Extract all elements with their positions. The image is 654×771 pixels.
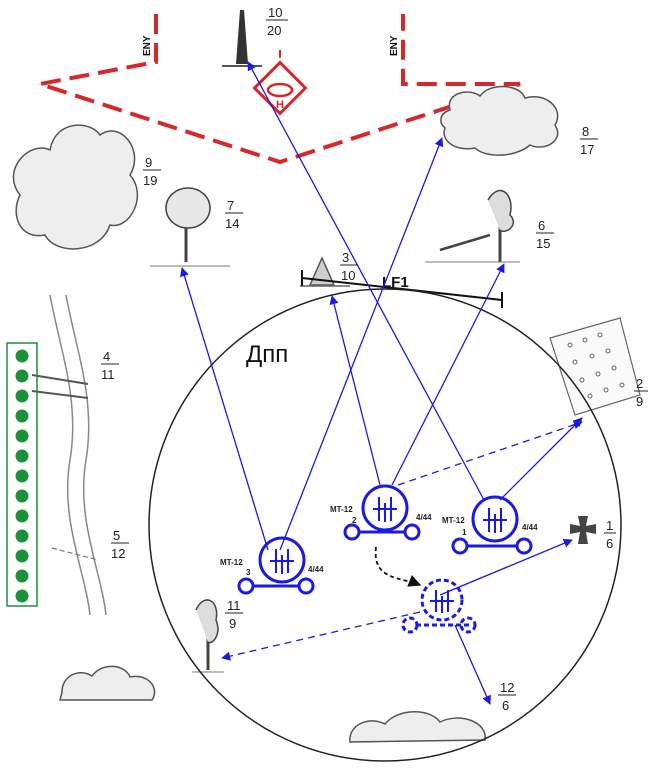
landmark-label-2: 2 9 <box>634 376 648 409</box>
svg-text:9: 9 <box>229 616 236 631</box>
landmark-label-9: 9 19 <box>143 155 161 188</box>
svg-text:17: 17 <box>580 142 594 157</box>
landmark-label-12: 12 6 <box>498 680 516 713</box>
svg-text:2: 2 <box>636 376 643 391</box>
landmark-label-7: 7 14 <box>225 198 243 231</box>
svg-text:1: 1 <box>606 518 613 533</box>
gun-type-2: MT-12 <box>330 505 353 514</box>
friendly-column <box>6 342 38 607</box>
fire-lines <box>180 61 583 705</box>
cross-landmark-icon <box>570 516 596 544</box>
gun-ammo-2: 4/44 <box>416 513 432 522</box>
svg-text:6: 6 <box>502 698 509 713</box>
road-icon <box>31 294 107 616</box>
svg-text:11: 11 <box>227 598 241 613</box>
landmark-label-1: 1 6 <box>604 518 616 551</box>
area-landmark-icon <box>549 317 641 416</box>
cloud-icon-left <box>12 124 139 250</box>
zone-label: Дпп <box>246 341 288 368</box>
tree-icon-6 <box>425 189 520 263</box>
gun-symbol-1 <box>451 495 533 555</box>
displacement-route <box>374 546 422 587</box>
gun-type-1: MT-12 <box>442 516 465 525</box>
gun-ammo-1: 4/44 <box>522 523 538 532</box>
reserve-gun-position <box>401 578 477 634</box>
enemy-label-left: ENY <box>142 35 153 56</box>
gun-index-1: 1 <box>462 528 467 537</box>
gun-ammo-3: 4/44 <box>308 565 324 574</box>
landmark-label-11: 11 9 <box>225 598 243 631</box>
triangle-landmark-icon <box>300 256 350 287</box>
tree-icon-7 <box>150 187 230 267</box>
gun-symbol-2 <box>343 484 421 541</box>
tower-icon <box>222 10 262 67</box>
svg-text:14: 14 <box>225 216 239 231</box>
svg-text:5: 5 <box>113 528 120 543</box>
svg-text:15: 15 <box>536 236 550 251</box>
svg-text:12: 12 <box>111 546 125 561</box>
firing-zone-circle <box>148 288 622 762</box>
enemy-helipad-icon: H <box>252 50 308 116</box>
svg-text:8: 8 <box>582 124 589 139</box>
svg-text:10: 10 <box>341 268 355 283</box>
gun-index-3: 3 <box>246 568 251 577</box>
gun-index-2: 2 <box>352 516 357 525</box>
svg-text:9: 9 <box>636 394 643 409</box>
landmark-label-10: 10 20 <box>266 5 288 38</box>
svg-text:9: 9 <box>145 155 152 170</box>
svg-text:7: 7 <box>227 198 234 213</box>
tree-icon-11 <box>192 599 224 673</box>
svg-text:10: 10 <box>268 5 282 20</box>
svg-text:3: 3 <box>342 250 349 265</box>
svg-text:11: 11 <box>101 367 115 382</box>
enemy-forward-edge: ENY ENY <box>39 14 521 165</box>
landmark-label-5: 5 12 <box>111 528 129 561</box>
svg-text:6: 6 <box>538 218 545 233</box>
cloud-icon-top-right <box>440 85 559 156</box>
svg-text:12: 12 <box>500 680 514 695</box>
landmark-label-4: 4 11 <box>101 349 119 382</box>
cloud-icon-bottom <box>349 711 486 743</box>
svg-text:19: 19 <box>143 173 157 188</box>
svg-text:20: 20 <box>267 23 281 38</box>
gun-symbol-3 <box>237 536 315 595</box>
svg-text:H: H <box>276 99 284 111</box>
landmark-label-6: 6 15 <box>536 218 554 251</box>
line-lf1-label: LF1 <box>382 274 409 291</box>
svg-text:6: 6 <box>606 536 613 551</box>
enemy-label-right: ENY <box>389 35 400 56</box>
landmark-label-3: 3 10 <box>340 250 358 283</box>
svg-text:4: 4 <box>103 349 110 364</box>
landmark-label-8: 8 17 <box>580 124 598 157</box>
cloud-icon-bottom-left <box>59 665 156 701</box>
gun-type-3: MT-12 <box>220 558 243 567</box>
